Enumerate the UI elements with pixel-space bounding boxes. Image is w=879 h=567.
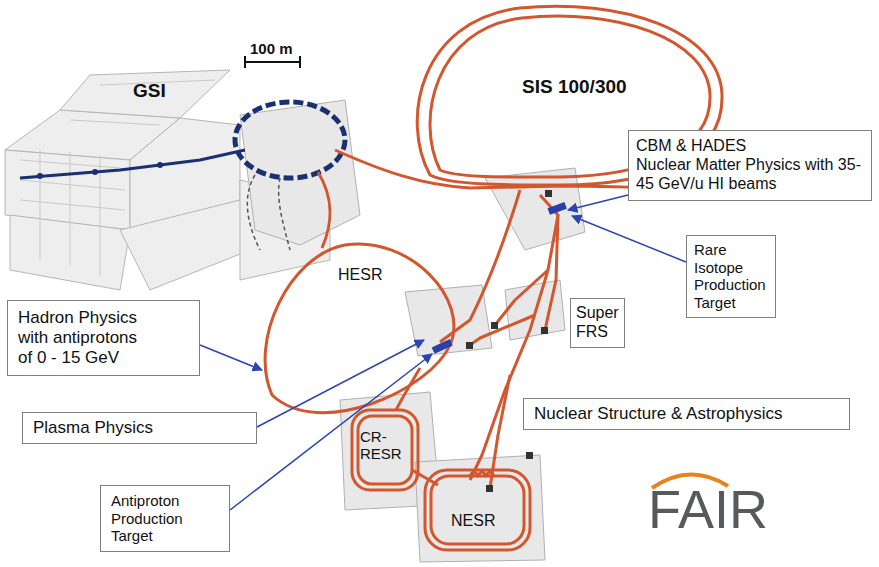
production-target [432,339,453,354]
ring-label: SIS 100/300 [522,76,627,98]
nesr-ring [431,476,524,544]
callout-text: Hadron Physics with antiprotons of 0 - 1… [18,308,146,368]
scale-bar [245,56,300,68]
ring-label: NESR [451,512,495,530]
leader-arrow [568,195,628,210]
transfer-line [470,315,535,345]
nesr-ring [425,470,530,550]
station-block [486,485,493,492]
sis18-ring [235,102,345,178]
callout-text: CBM & HADES [636,137,864,156]
callout-text: Super FRS [576,304,619,342]
callout-text: Nuclear Matter Physics with 35-45 GeV/u … [636,156,864,194]
beamline-dot [92,169,98,175]
cr-ring [352,410,418,490]
building-grid [40,150,100,275]
station-block [491,322,498,329]
unilac-beamline [20,150,245,178]
callout-text: Nuclear Structure & Astrophysics [534,404,839,424]
nesr-coil [470,472,494,476]
callout-box: Rare Isotope Production Target [686,235,776,318]
station-block [466,342,473,349]
production-target [548,202,567,215]
ring-label: HESR [338,266,382,284]
gsi-building [120,200,250,290]
callout-box: Hadron Physics with antiprotons of 0 - 1… [7,300,200,376]
callout-box: Nuclear Structure & Astrophysics [523,398,850,430]
station-block [545,190,552,197]
transfer-line [495,270,548,325]
gsi-building [60,70,230,118]
leader-arrow [257,340,424,427]
beamline-dot [157,162,163,168]
gsi-beamline [247,175,290,250]
leader-arrow [200,345,262,370]
callout-text: Rare Isotope Production Target [694,241,768,312]
ring-label: CR- RESR [360,428,408,463]
callout-box: Super FRS [570,298,625,348]
hesr-ring [265,244,454,413]
ring-label: GSI [133,80,166,102]
callout-box: Antiproton Production Target [100,485,230,552]
hall-ground [405,285,492,356]
callout-box: CBM & HADESNuclear Matter Physics with 3… [628,130,872,201]
cr-ring [358,416,412,484]
transfer-line [318,172,330,248]
beamline-dot [37,173,43,179]
station-block [526,452,533,459]
leader-arrow [572,216,686,262]
callout-box: Plasma Physics [22,412,257,444]
callout-text: Antiproton Production Target [111,492,211,545]
station-block [541,327,548,334]
building-grid [20,80,215,210]
callout-text: Plasma Physics [33,418,246,438]
logo-text: FAIR [648,478,768,540]
scale-label: 100 m [250,40,293,57]
hall-ground [415,455,545,562]
transfer-line [396,368,420,410]
transfer-line [470,195,558,480]
leader-arrow [230,354,432,510]
